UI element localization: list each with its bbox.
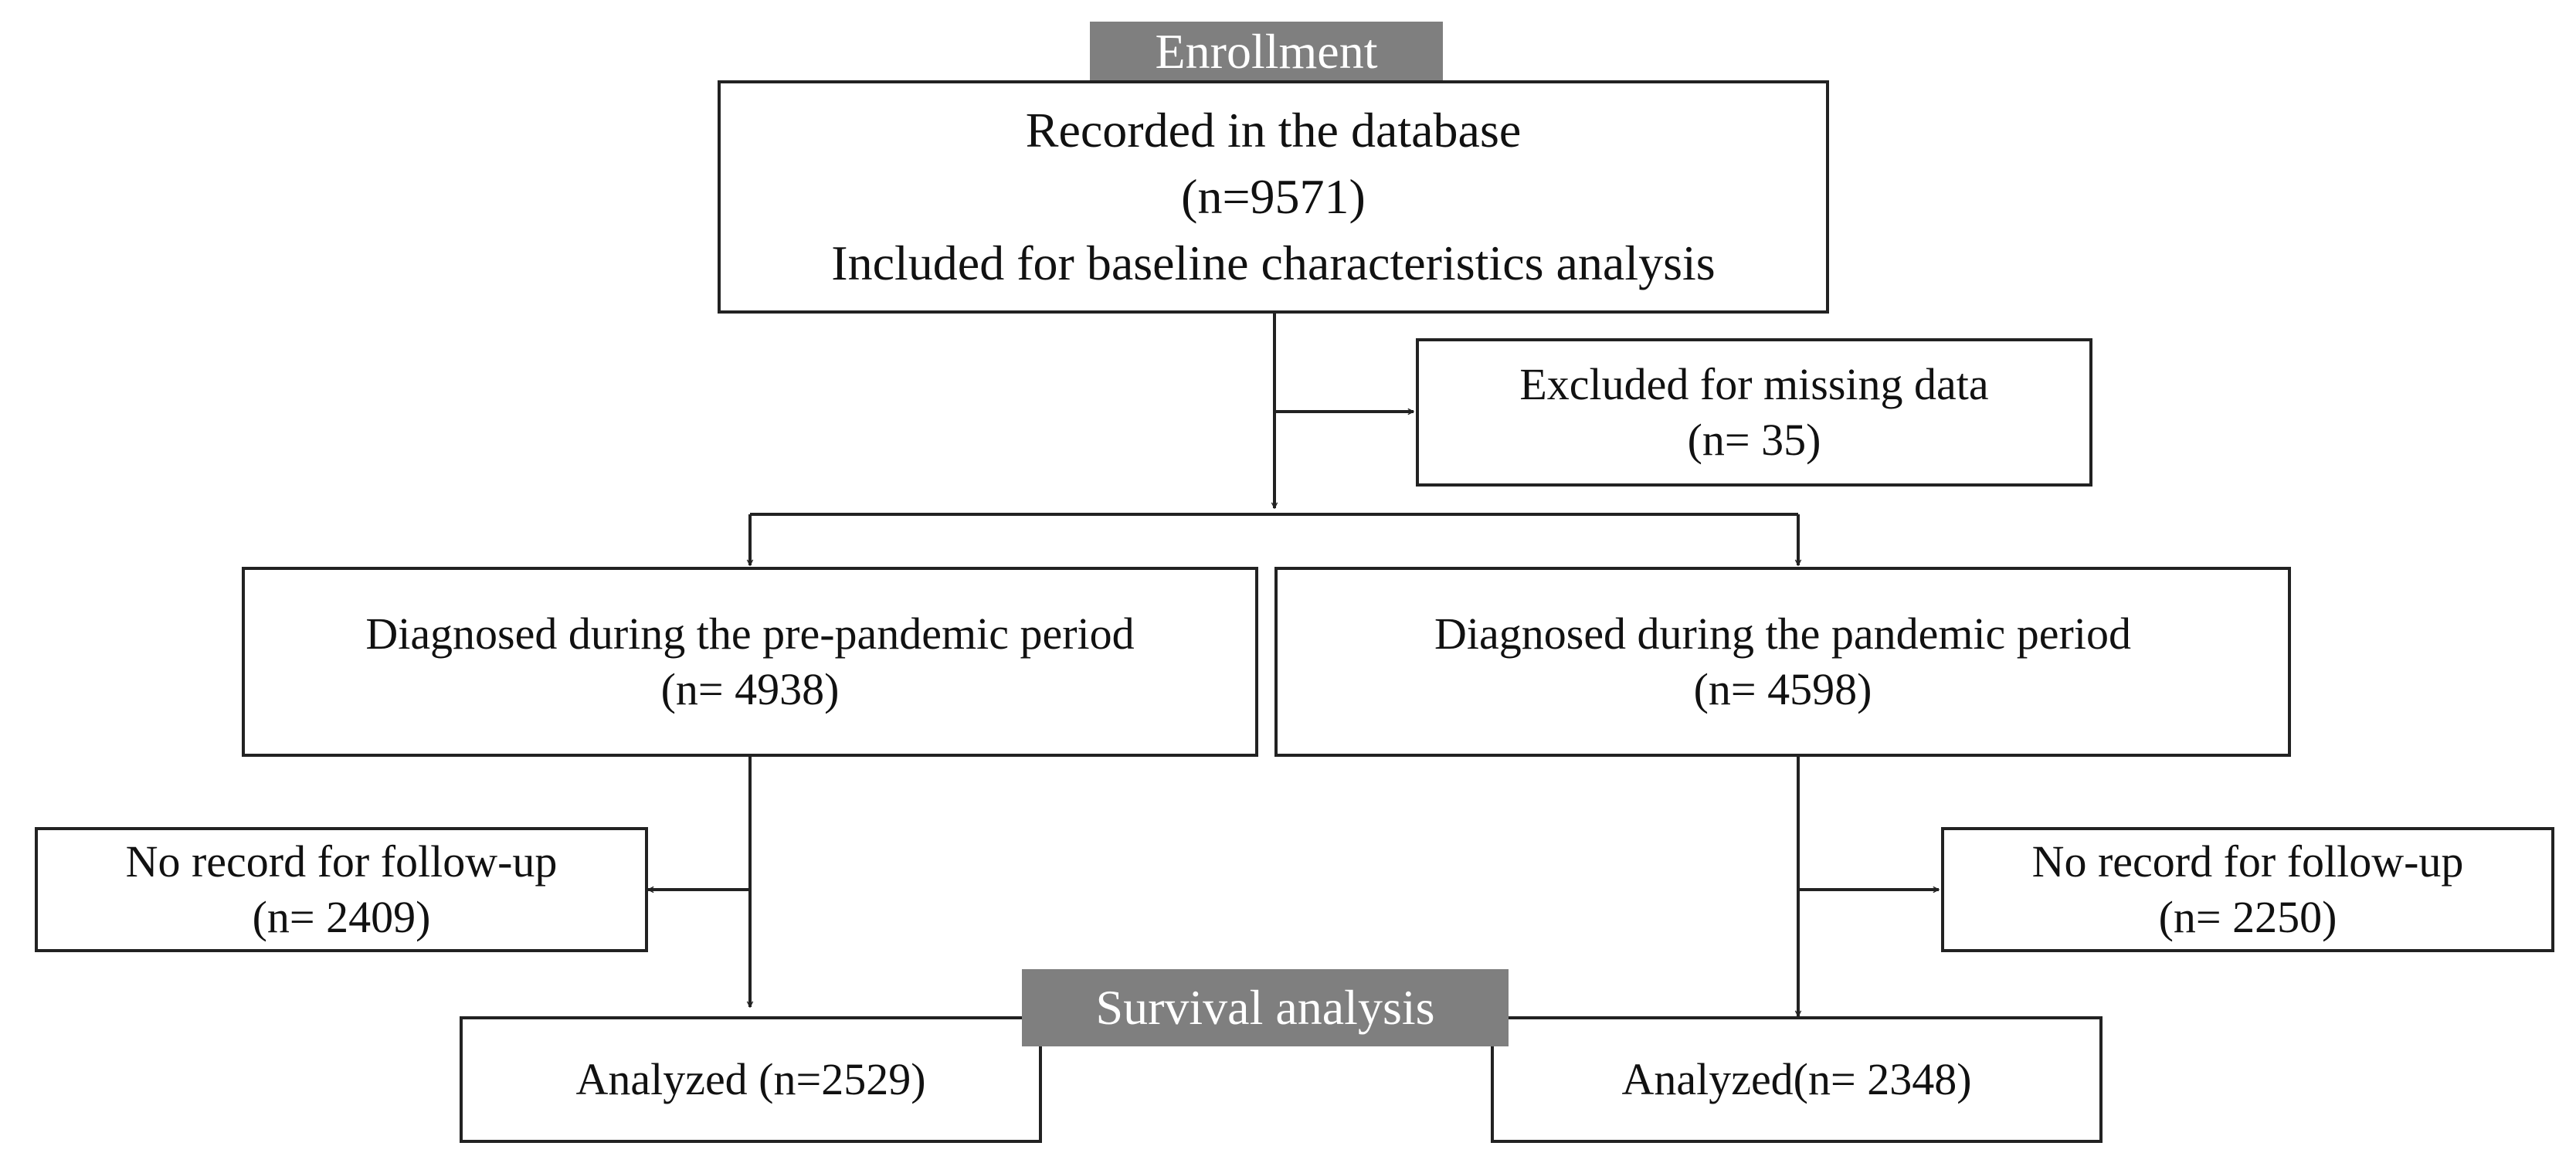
no-followup-left-box: No record for follow-up (n= 2409) <box>35 827 648 952</box>
pandemic-box-line2: (n= 4598) <box>1693 664 1872 714</box>
survival-stage-label: Survival analysis <box>1022 969 1509 1046</box>
analyzed-left-box: Analyzed (n=2529) <box>460 1016 1042 1143</box>
enrollment-box: Recorded in the database (n=9571) Includ… <box>718 80 1829 314</box>
pre-pandemic-box-line1: Diagnosed during the pre-pandemic period <box>365 609 1135 659</box>
pandemic-box: Diagnosed during the pandemic period (n=… <box>1274 567 2291 757</box>
analyzed-left-text: Analyzed (n=2529) <box>575 1054 926 1104</box>
excluded-box-line1: Excluded for missing data <box>1519 359 1989 409</box>
no-followup-left-line2: (n= 2409) <box>252 892 431 942</box>
excluded-box-line2: (n= 35) <box>1687 415 1821 465</box>
no-followup-right-line1: No record for follow-up <box>2031 836 2464 887</box>
analyzed-right-text: Analyzed(n= 2348) <box>1621 1054 1972 1104</box>
no-followup-right-box: No record for follow-up (n= 2250) <box>1941 827 2554 952</box>
enrollment-stage-label: Enrollment <box>1090 22 1443 82</box>
enrollment-box-line2: (n=9571) <box>1181 169 1366 224</box>
no-followup-right-line2: (n= 2250) <box>2158 892 2337 942</box>
pre-pandemic-box: Diagnosed during the pre-pandemic period… <box>242 567 1258 757</box>
excluded-box: Excluded for missing data (n= 35) <box>1416 338 2092 487</box>
no-followup-left-line1: No record for follow-up <box>125 836 558 887</box>
pre-pandemic-box-line2: (n= 4938) <box>660 664 840 714</box>
enrollment-box-line3: Included for baseline characteristics an… <box>831 236 1716 290</box>
pandemic-box-line1: Diagnosed during the pandemic period <box>1434 609 2131 659</box>
analyzed-right-box: Analyzed(n= 2348) <box>1491 1016 2103 1143</box>
enrollment-box-line1: Recorded in the database <box>1025 103 1522 158</box>
